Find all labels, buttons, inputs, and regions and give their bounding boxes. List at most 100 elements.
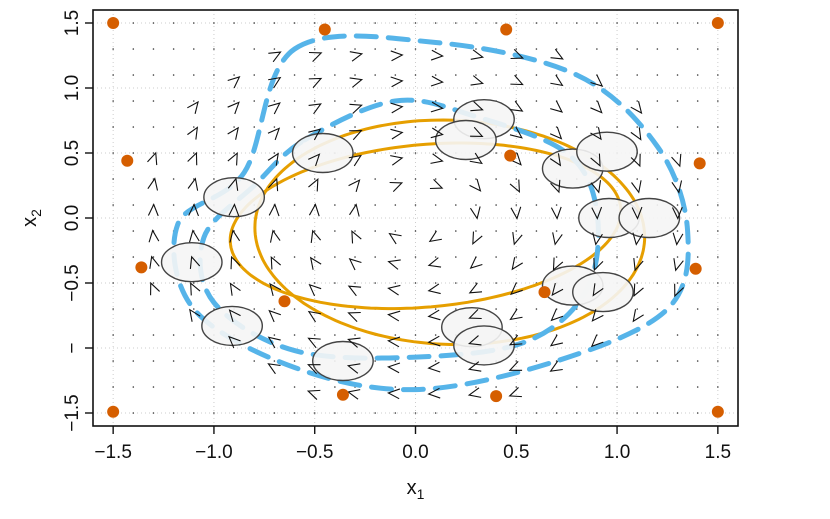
field-dot: [354, 22, 356, 24]
field-dot: [696, 74, 699, 76]
field-dot: [132, 308, 135, 310]
x-axis-title-sub: 1: [417, 486, 425, 502]
x-tick-label-6: 1.5: [705, 442, 731, 463]
field-dot: [293, 204, 296, 206]
field-dot: [192, 360, 195, 362]
field-dot: [555, 386, 558, 388]
field-dot: [717, 152, 719, 154]
field-dot: [132, 126, 135, 128]
field-dot: [334, 22, 336, 24]
field-arrow: [187, 100, 199, 114]
field-dot: [656, 386, 659, 388]
field-arrow: [347, 285, 362, 297]
field-dot: [717, 256, 719, 258]
field-dot: [455, 22, 457, 24]
field-arrow: [633, 283, 644, 297]
field-arrow: [472, 231, 483, 245]
field-arrow: [549, 126, 563, 140]
data-point-2: [500, 23, 513, 36]
field-dot: [475, 22, 477, 24]
field-dot: [374, 22, 376, 24]
field-dot: [475, 230, 477, 232]
field-dot: [213, 386, 215, 388]
field-dot: [233, 412, 235, 414]
field-arrow: [550, 74, 564, 87]
field-dot: [132, 48, 135, 50]
field-dot: [213, 126, 215, 128]
field-dot: [555, 412, 558, 414]
field-dot: [132, 178, 135, 180]
ellipse-2: [291, 132, 354, 174]
field-dot: [636, 308, 639, 310]
field-dot: [152, 282, 155, 284]
field-dot: [455, 100, 457, 102]
field-arrow: [307, 310, 322, 323]
field-arrow: [427, 257, 442, 268]
field-dot: [515, 204, 518, 206]
field-dot: [354, 126, 356, 128]
field-arrow: [430, 101, 444, 113]
field-dot: [555, 204, 558, 206]
field-dot: [293, 178, 296, 180]
field-arrow: [509, 179, 521, 193]
field-arrow: [267, 177, 279, 192]
field-arrow: [147, 177, 159, 191]
field-dot: [313, 74, 316, 76]
field-dot: [535, 412, 538, 414]
field-dot: [676, 230, 679, 232]
field-arrow: [267, 336, 281, 349]
field-arrow: [550, 100, 564, 113]
field-arrow: [229, 229, 241, 243]
field-dot: [717, 282, 719, 284]
field-arrow: [512, 232, 523, 246]
field-dot: [636, 256, 639, 258]
field-dot: [273, 126, 276, 128]
field-dot: [515, 334, 518, 336]
field-dot: [172, 204, 175, 206]
field-dot: [434, 256, 437, 258]
field-dot: [515, 230, 518, 232]
field-dot: [354, 74, 356, 76]
field-dot: [374, 282, 376, 284]
field-arrow: [270, 256, 282, 270]
field-arrow: [632, 309, 644, 323]
field-dot: [515, 412, 518, 414]
field-arrow: [672, 232, 684, 246]
field-dot: [575, 100, 578, 102]
field-dot: [273, 282, 276, 284]
field-arrow: [348, 154, 362, 167]
field-dot: [676, 308, 679, 310]
field-arrow: [267, 102, 281, 115]
ellipse-8: [618, 197, 681, 239]
data-point-8: [689, 262, 702, 275]
x-tick-label-4: 0.5: [503, 442, 529, 463]
field-dot: [112, 74, 114, 76]
data-point-0: [107, 17, 120, 29]
field-arrow: [631, 180, 642, 194]
field-dot: [293, 360, 296, 362]
field-arrow: [467, 335, 482, 346]
field-dot: [354, 412, 356, 414]
field-arrow: [349, 103, 363, 114]
field-dot: [656, 360, 659, 362]
field-dot: [152, 308, 155, 310]
field-dot: [636, 74, 639, 76]
field-arrow: [510, 206, 522, 220]
field-dot: [696, 126, 699, 128]
field-dot: [575, 360, 578, 362]
field-dot: [374, 178, 376, 180]
field-dot: [112, 230, 114, 232]
field-dot: [152, 48, 155, 50]
field-dot: [575, 126, 578, 128]
field-arrow: [549, 360, 563, 372]
field-dot: [717, 308, 719, 310]
ellipse-13: [312, 340, 374, 382]
field-dot: [555, 48, 558, 50]
field-dot: [616, 412, 618, 414]
data-point-5: [504, 149, 517, 162]
field-dot: [575, 230, 578, 232]
field-dot: [354, 178, 356, 180]
field-dot: [334, 308, 336, 310]
field-dot: [334, 74, 336, 76]
field-dot: [616, 74, 618, 76]
